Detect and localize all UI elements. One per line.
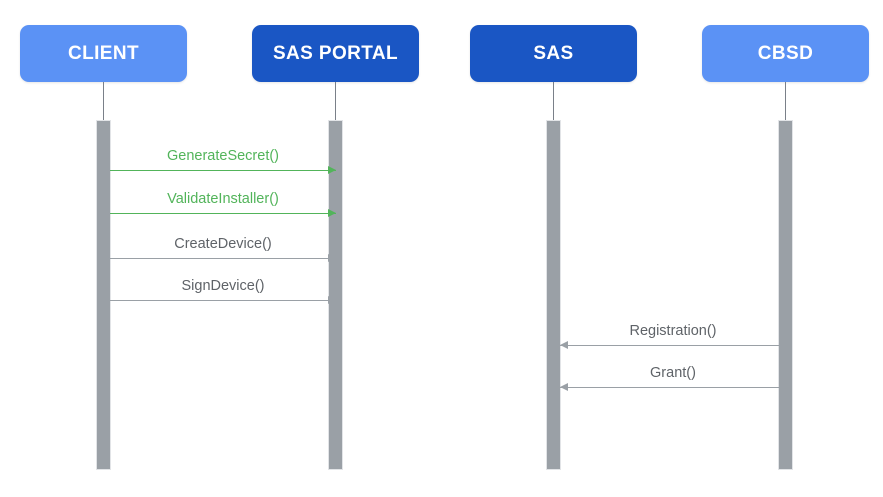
message-line-grant: [560, 387, 786, 388]
participant-box-sas-portal[interactable]: SAS PORTAL: [252, 25, 419, 82]
message-line-create-device: [110, 258, 336, 259]
message-grant: Grant(): [560, 365, 786, 391]
arrow-head-icon-generate-secret: [328, 166, 336, 174]
lifeline-stem-client: [103, 82, 104, 121]
arrow-head-icon-sign-device: [328, 296, 336, 304]
message-registration: Registration(): [560, 323, 786, 349]
participant-box-sas[interactable]: SAS: [470, 25, 637, 82]
message-validate-installer: ValidateInstaller(): [110, 191, 336, 217]
message-line-registration: [560, 345, 786, 346]
activation-bar-sas: [546, 120, 561, 470]
message-create-device: CreateDevice(): [110, 236, 336, 262]
arrow-head-icon-validate-installer: [328, 209, 336, 217]
message-sign-device: SignDevice(): [110, 278, 336, 304]
message-line-generate-secret: [110, 170, 336, 171]
message-line-sign-device: [110, 300, 336, 301]
lifeline-stem-sas: [553, 82, 554, 121]
participant-label-client: CLIENT: [67, 42, 139, 64]
activation-bar-sas-portal: [328, 120, 343, 470]
activation-bar-client: [96, 120, 111, 470]
message-label-validate-installer: ValidateInstaller(): [167, 191, 279, 207]
message-label-generate-secret: GenerateSecret(): [166, 148, 280, 164]
message-label-sign-device: SignDevice(): [181, 278, 265, 294]
participant-label-sas: SAS: [533, 42, 574, 64]
participant-label-cbsd: CBSD: [757, 42, 814, 64]
arrow-head-icon-create-device: [328, 254, 336, 262]
participant-box-cbsd[interactable]: CBSD: [702, 25, 869, 82]
lifeline-stem-cbsd: [785, 82, 786, 121]
message-line-validate-installer: [110, 213, 336, 214]
message-label-grant: Grant(): [650, 365, 696, 381]
activation-bar-cbsd: [778, 120, 793, 470]
message-generate-secret: GenerateSecret(): [110, 148, 336, 174]
participant-label-sas-portal: SAS PORTAL: [272, 42, 399, 64]
message-label-registration: Registration(): [629, 323, 717, 339]
arrow-head-icon-registration: [560, 341, 568, 349]
participant-box-client[interactable]: CLIENT: [20, 25, 187, 82]
message-label-create-device: CreateDevice(): [174, 236, 272, 252]
arrow-head-icon-grant: [560, 383, 568, 391]
lifeline-stem-sas-portal: [335, 82, 336, 121]
